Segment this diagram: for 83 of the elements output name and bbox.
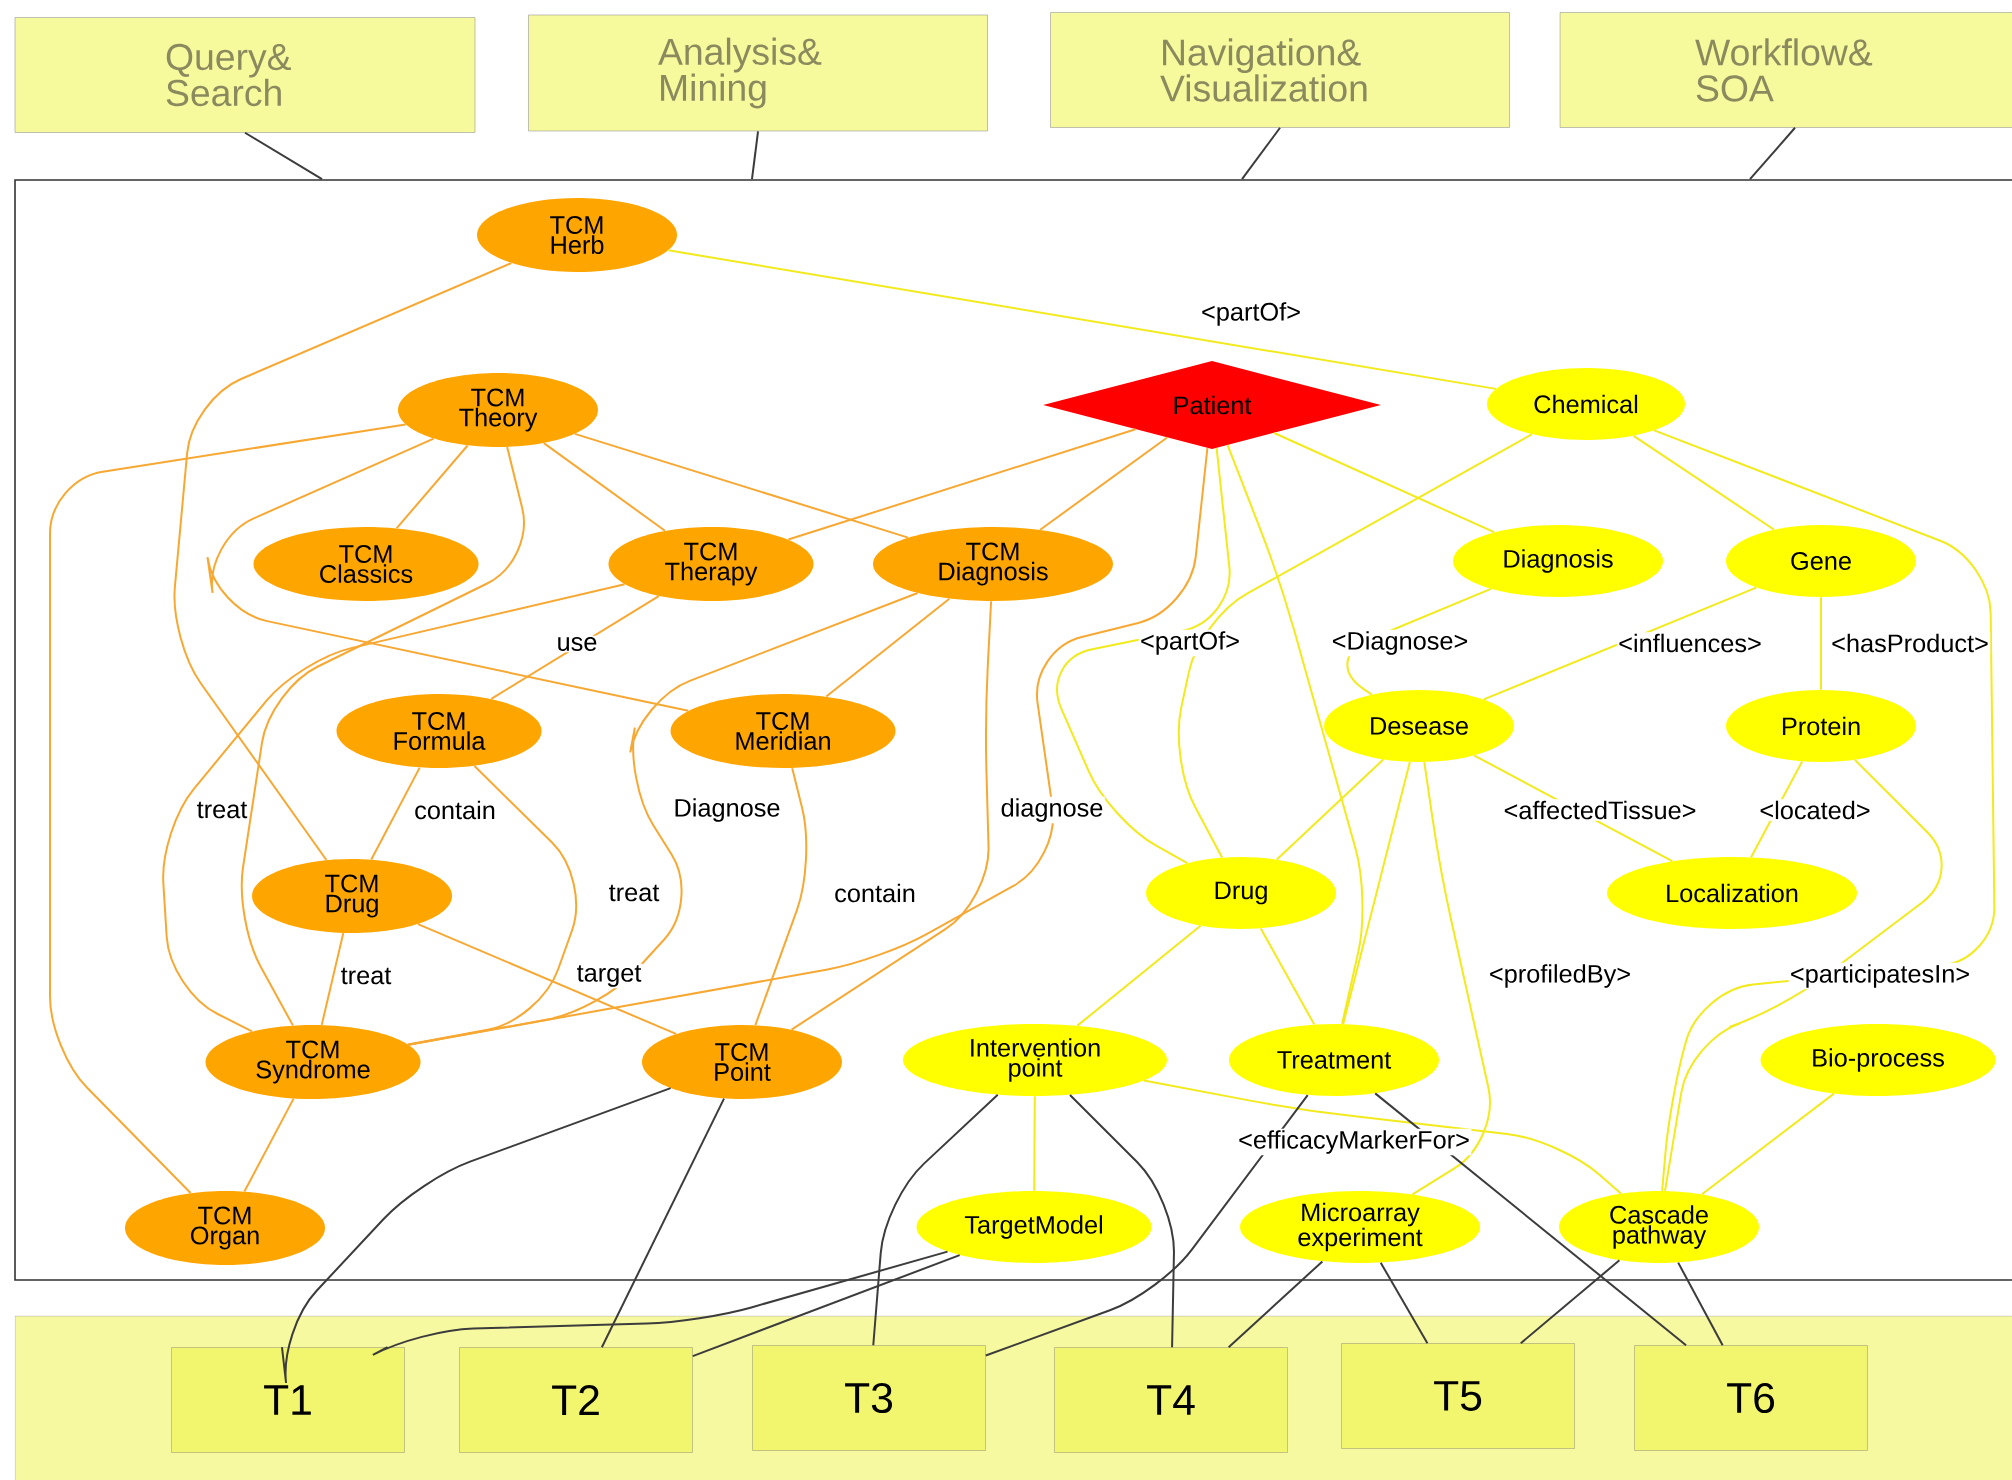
connector-line xyxy=(1227,1260,1324,1349)
edge-label: contain xyxy=(412,799,498,821)
connector-line xyxy=(667,249,1497,390)
connector-line xyxy=(1701,1092,1835,1196)
connector-line xyxy=(371,1250,949,1356)
connector-line xyxy=(1677,1261,1724,1347)
connector-line xyxy=(573,432,910,539)
connector-line xyxy=(1374,1092,1688,1347)
connector-line xyxy=(691,1254,961,1358)
connector-line xyxy=(542,442,666,532)
connector-line xyxy=(395,444,469,530)
connector-line xyxy=(243,1097,295,1193)
edge-label: <participatesIn> xyxy=(1788,962,1972,990)
frame-box xyxy=(14,179,2012,1281)
connector-line xyxy=(416,923,678,1035)
connector-line xyxy=(787,428,1137,541)
edge-label: contain xyxy=(832,882,918,904)
edge-label: <profiledBy> xyxy=(1487,962,1633,990)
connector-line xyxy=(370,766,421,861)
edge-label: Diagnose xyxy=(672,796,782,824)
connector-line xyxy=(407,765,578,1046)
connector-line xyxy=(1664,758,1943,1192)
connector-line xyxy=(49,423,407,1194)
edge-label: <influences> xyxy=(1616,632,1764,654)
connector-line xyxy=(1259,927,1316,1026)
connector-line xyxy=(1379,1261,1429,1345)
tool-box: T5 xyxy=(1341,1343,1575,1449)
connector-line xyxy=(790,600,993,1031)
connector-line xyxy=(1039,436,1169,531)
edge-label: <hasProduct> xyxy=(1829,632,1991,654)
connector-line xyxy=(1056,447,1231,865)
connector-line xyxy=(1273,432,1496,534)
tool-box: T1 xyxy=(171,1347,405,1453)
edge-label: <located> xyxy=(1758,799,1872,821)
edge-label: treat xyxy=(339,966,393,986)
connector-line xyxy=(1142,1079,1622,1195)
connector-line xyxy=(1177,433,1533,859)
connector-line xyxy=(1275,758,1385,861)
connector-line xyxy=(1749,126,1796,181)
edge-label: <Diagnose> xyxy=(1330,629,1470,657)
top-box: Workflow& SOA xyxy=(1559,12,2012,128)
connector-line xyxy=(407,592,919,1046)
tool-box: T2 xyxy=(459,1347,693,1453)
connector-line xyxy=(1482,586,1758,701)
connector-line xyxy=(1411,761,1491,1196)
connector-line xyxy=(1033,1095,1036,1192)
edge-label: <efficacyMarkerFor> xyxy=(1236,1128,1472,1156)
top-box: Query& Search xyxy=(14,17,476,133)
connector-line xyxy=(1241,126,1281,181)
tool-box: T6 xyxy=(1634,1345,1868,1451)
connector-line xyxy=(173,262,513,861)
top-box: Analysis& Mining xyxy=(528,14,988,132)
connector-line xyxy=(244,131,323,181)
tool-box: T4 xyxy=(1054,1347,1288,1453)
tool-box: T3 xyxy=(752,1345,986,1451)
connector-line xyxy=(320,932,345,1026)
connector-line xyxy=(872,1093,999,1347)
connector-line xyxy=(1069,1093,1175,1349)
connector-line xyxy=(600,1097,725,1349)
connector-line xyxy=(162,583,626,1033)
edge-label: diagnose xyxy=(999,796,1105,824)
connector-line xyxy=(1076,924,1202,1027)
edge-label: treat xyxy=(607,883,661,903)
edge-label: treat xyxy=(195,800,249,820)
connector-line xyxy=(1632,434,1775,531)
connector-line xyxy=(1226,444,1364,1025)
edge-label: <partOf> xyxy=(1138,629,1242,657)
connector-line xyxy=(1820,596,1822,691)
connector-line xyxy=(240,446,525,1027)
connector-line xyxy=(206,437,690,712)
connector-line xyxy=(754,767,808,1027)
connector-line xyxy=(751,130,759,181)
connector-line xyxy=(281,1087,672,1384)
top-box: Navigation& Visualization xyxy=(1050,12,1510,128)
edge-label: <partOf> xyxy=(1199,300,1303,328)
connector-line xyxy=(490,595,660,700)
connector-line xyxy=(1519,1259,1621,1345)
connector-line xyxy=(984,1094,1309,1357)
edge-label: use xyxy=(555,635,599,653)
edge-label: target xyxy=(575,963,643,989)
connector-line xyxy=(1342,761,1411,1025)
connector-line xyxy=(825,597,951,698)
edge-label: <affectedTissue> xyxy=(1502,799,1698,821)
